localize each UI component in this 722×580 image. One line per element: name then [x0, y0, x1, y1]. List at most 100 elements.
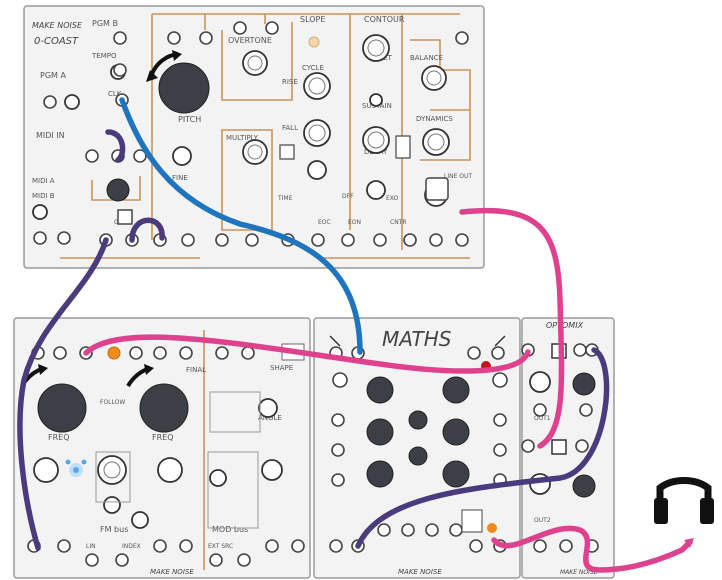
jack[interactable]: [210, 554, 222, 566]
jack[interactable]: [494, 444, 506, 456]
jack[interactable]: [456, 32, 468, 44]
jack[interactable]: [580, 404, 592, 416]
dynamics-button[interactable]: [426, 178, 448, 200]
ch2-knob[interactable]: [409, 411, 427, 429]
knob[interactable]: [104, 497, 120, 513]
jack[interactable]: [332, 444, 344, 456]
jack[interactable]: [44, 96, 56, 108]
jack[interactable]: [292, 540, 304, 552]
rise-1-knob[interactable]: [367, 377, 393, 403]
jack[interactable]: [534, 540, 546, 552]
jack[interactable]: [374, 234, 386, 246]
angle-knob[interactable]: [259, 399, 277, 417]
jack[interactable]: [426, 524, 438, 536]
jack[interactable]: [534, 404, 546, 416]
fine-a-knob[interactable]: [34, 458, 58, 482]
shape-label: SHAPE: [270, 364, 293, 372]
jack[interactable]: [332, 474, 344, 486]
jack[interactable]: [430, 234, 442, 246]
jack[interactable]: [182, 234, 194, 246]
jack[interactable]: [333, 373, 347, 387]
jack[interactable]: [58, 232, 70, 244]
optomix-button[interactable]: [552, 440, 566, 454]
fine-b-knob[interactable]: [158, 458, 182, 482]
maths-cycle-button[interactable]: [462, 510, 482, 532]
jack[interactable]: [200, 32, 212, 44]
midi-b-button[interactable]: [33, 205, 47, 219]
jack[interactable]: [54, 347, 66, 359]
jack[interactable]: [180, 540, 192, 552]
jack[interactable]: [574, 344, 586, 356]
jack[interactable]: [266, 540, 278, 552]
freq-a-knob[interactable]: [38, 384, 86, 432]
jack[interactable]: [246, 234, 258, 246]
jack[interactable]: [34, 232, 46, 244]
jack[interactable]: [180, 347, 192, 359]
knob[interactable]: [132, 512, 148, 528]
jack[interactable]: [560, 540, 572, 552]
jack[interactable]: [332, 414, 344, 426]
jack[interactable]: [216, 347, 228, 359]
jack[interactable]: [470, 540, 482, 552]
jack[interactable]: [86, 150, 98, 162]
knob[interactable]: [210, 470, 226, 486]
attenuverter-4-knob[interactable]: [443, 461, 469, 487]
fall-knob-cap: [309, 125, 325, 141]
jack[interactable]: [58, 540, 70, 552]
jack[interactable]: [494, 414, 506, 426]
jack[interactable]: [238, 554, 250, 566]
sustain-switch[interactable]: [396, 136, 410, 158]
jack[interactable]: [116, 554, 128, 566]
fall-1-knob[interactable]: [367, 419, 393, 445]
jack[interactable]: [114, 64, 126, 76]
model-label: 0-COAST: [34, 36, 79, 47]
jack[interactable]: [154, 540, 166, 552]
pgm-a-button[interactable]: [65, 95, 79, 109]
jack[interactable]: [450, 524, 462, 536]
jack[interactable]: [130, 347, 142, 359]
out2-label: OUT2: [534, 517, 551, 524]
jack[interactable]: [522, 440, 534, 452]
gate-switch[interactable]: [118, 210, 132, 224]
jack[interactable]: [114, 32, 126, 44]
midi-knob[interactable]: [107, 179, 129, 201]
attenuverter-1-knob[interactable]: [367, 461, 393, 487]
knob[interactable]: [262, 460, 282, 480]
freq-b-knob[interactable]: [140, 384, 188, 432]
jack[interactable]: [456, 234, 468, 246]
headphones-left-cup: [654, 498, 668, 524]
jack[interactable]: [402, 524, 414, 536]
jack[interactable]: [242, 347, 254, 359]
jack[interactable]: [234, 22, 246, 34]
control-1-knob[interactable]: [573, 373, 595, 395]
control-2-knob[interactable]: [573, 475, 595, 497]
optomix-title: OPTOMIX: [546, 321, 584, 330]
jack[interactable]: [404, 234, 416, 246]
jack[interactable]: [86, 554, 98, 566]
time-knob[interactable]: [308, 161, 326, 179]
jack[interactable]: [493, 373, 507, 387]
sustain-knob[interactable]: [370, 94, 382, 106]
exo-knob[interactable]: [367, 181, 385, 199]
pitch-knob[interactable]: [159, 63, 209, 113]
cycle-led: [309, 37, 319, 47]
rise-4-knob[interactable]: [443, 377, 469, 403]
jack[interactable]: [468, 347, 480, 359]
jack[interactable]: [378, 524, 390, 536]
fine-knob[interactable]: [173, 147, 191, 165]
eon-label: EON: [348, 219, 361, 226]
jack[interactable]: [576, 440, 588, 452]
jack[interactable]: [342, 234, 354, 246]
fall-4-knob[interactable]: [443, 419, 469, 445]
ch3-knob[interactable]: [409, 447, 427, 465]
jack[interactable]: [154, 347, 166, 359]
knob[interactable]: [530, 372, 550, 392]
jack[interactable]: [216, 234, 228, 246]
jack[interactable]: [266, 22, 278, 34]
jack[interactable]: [492, 347, 504, 359]
jack[interactable]: [330, 540, 342, 552]
jack[interactable]: [168, 32, 180, 44]
overtone-knob-cap: [248, 56, 262, 70]
cycle-switch[interactable]: [280, 145, 294, 159]
jack[interactable]: [312, 234, 324, 246]
